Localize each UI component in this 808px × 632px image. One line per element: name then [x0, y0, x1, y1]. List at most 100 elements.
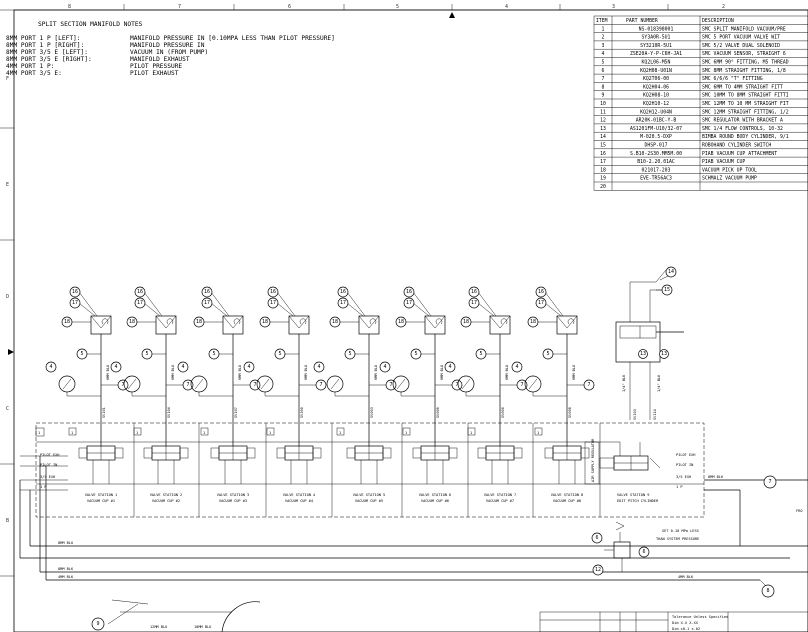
pilot-in-label: PILOT IN — [40, 463, 57, 467]
bom-cell-desc: ROBOHAND CYLINDER SWITCH — [702, 143, 771, 149]
station-label: VALVE STATION 8 — [551, 493, 583, 497]
notes-desc: PILOT PRESSURE — [130, 63, 182, 70]
svg-text:1: 1 — [71, 431, 73, 435]
svg-text:17: 17 — [340, 300, 346, 306]
bom-cell-item: 12 — [600, 118, 606, 124]
bom-cell-item: 19 — [600, 176, 606, 182]
valve-tag: SV101 — [102, 407, 106, 418]
svg-text:14: 14 — [668, 269, 674, 275]
pilot-exh-label-right: PILOT EXH — [676, 453, 695, 457]
bom-cell-desc: SMC SPLIT MANIFOLD VACUUM/PRE — [702, 26, 786, 32]
bom-cell-desc: SMC 6MM 90° FITTING, M5 THREAD — [702, 60, 789, 66]
station-cup-label: VACUUM CUP #5 — [355, 499, 383, 503]
bom-cell-part: ZSE20A-Y-P-C6H-JA1 — [630, 51, 682, 57]
valve-tag: SV003 — [370, 407, 374, 418]
station-cup-label: VACUUM CUP #2 — [152, 499, 180, 503]
station-cup-label: VACUUM CUP #8 — [553, 499, 581, 503]
reg-note-1: SET 0.10 MPa LESS — [662, 529, 699, 533]
titleblock-line3: Dim ±0.1 ±.02 — [672, 627, 700, 631]
bom-cell-item: 16 — [600, 151, 606, 157]
bom-cell-desc: SMC 12MM STRAIGHT FITTING, 1/2 — [702, 109, 789, 115]
bom-cell-item: 18 — [600, 167, 606, 173]
bom-cell-item: 10 — [600, 101, 606, 107]
zone-left-label: B — [6, 518, 9, 524]
tube-label: 6MM BLU — [106, 365, 110, 380]
zone-left-label: E — [6, 182, 9, 188]
tube-label: 6MM BLU — [440, 365, 444, 380]
svg-text:15: 15 — [664, 287, 670, 293]
svg-text:7: 7 — [587, 382, 590, 388]
bom-cell-desc: SMC 10MM TO 8MM STRAIGHT FITTI — [702, 93, 789, 99]
valve-tag: SV107 — [234, 407, 238, 418]
tube-label: 6MM BLU — [238, 365, 242, 380]
bom-cell-part: AS1201FM-U10/32-07 — [630, 126, 682, 132]
svg-text:5: 5 — [80, 351, 83, 357]
svg-text:5: 5 — [546, 351, 549, 357]
svg-text:17: 17 — [270, 300, 276, 306]
station-label: VALVE STATION 4 — [283, 493, 315, 497]
zone-top-label: 7 — [178, 4, 181, 10]
notes-port: 8MM PORT 1 P [RIGHT]: — [6, 42, 84, 49]
bom-cell-part: EVE-TR56AC3 — [640, 176, 672, 182]
bom-cell-desc: SMC 12MM TO 10 MM STRAIGHT FIT — [702, 101, 789, 107]
svg-text:16: 16 — [340, 289, 346, 295]
svg-text:1: 1 — [339, 431, 341, 435]
bom-cell-item: 14 — [600, 134, 606, 140]
svg-text:17: 17 — [72, 300, 78, 306]
svg-text:1: 1 — [203, 431, 205, 435]
pressure-regulator: SET 0.10 MPa LESS THAN SYSTEM PRESSURE 6… — [591, 521, 699, 576]
station-label: VALVE STATION 5 — [353, 493, 385, 497]
bom-cell-desc: VACUUM PICK UP TOOL — [702, 167, 757, 173]
pilot-exh-label: PILOT EXH — [40, 453, 59, 457]
station-cup-label: VACUUM CUP #4 — [285, 499, 313, 503]
frc-label: FRO — [796, 509, 803, 513]
bom-cell-part: KQ2H08-U01N — [640, 68, 672, 74]
bom-cell-part: KQ2H12-U04N — [640, 109, 672, 115]
manifold-notes: SPLIT SECTION MANIFOLD NOTES 8MM PORT 1 … — [6, 21, 335, 77]
svg-text:4: 4 — [515, 364, 518, 370]
svg-text:7: 7 — [455, 382, 458, 388]
svg-text:1: 1 — [537, 431, 539, 435]
svg-text:1: 1 — [38, 431, 40, 435]
svg-text:12: 12 — [595, 567, 601, 573]
tube-label: 6MM BLU — [171, 365, 175, 380]
cyl-tube-b: 1/4" BLK — [657, 374, 661, 392]
pilot-in-label-right: PILOT IN — [676, 463, 693, 467]
svg-text:8: 8 — [766, 588, 769, 594]
tube-8mm-blk-label: 8MM BLK — [58, 567, 74, 571]
svg-text:18: 18 — [463, 319, 469, 325]
svg-text:5: 5 — [212, 351, 215, 357]
bom-header-desc: DESCRIPTION — [702, 18, 734, 24]
svg-text:16: 16 — [471, 289, 477, 295]
svg-text:1: 1 — [136, 431, 138, 435]
svg-text:7: 7 — [319, 382, 322, 388]
svg-text:5: 5 — [145, 351, 148, 357]
cyl-valve-b: SV114 — [653, 409, 657, 420]
bom-cell-item: 11 — [600, 109, 606, 115]
bom-cell-desc: SMC 5 PORT VACUUM VALVE WIT — [702, 35, 780, 41]
bom-cell-desc: SMC 6MM TO 4MM STRAIGHT FITT — [702, 84, 783, 90]
bom-cell-part: B10-2.20.01AC — [637, 159, 675, 165]
station-cup-label: VACUUM CUP #6 — [421, 499, 449, 503]
bom-cell-item: 1 — [602, 26, 605, 32]
svg-text:5: 5 — [278, 351, 281, 357]
svg-text:17: 17 — [406, 300, 412, 306]
bom-cell-item: 13 — [600, 126, 606, 132]
valve-tag: SV000 — [501, 407, 505, 418]
notes-port: 8MM PORT 3/5 E [RIGHT]: — [6, 56, 92, 63]
bom-cell-part: 021017-203 — [642, 167, 671, 173]
svg-text:4: 4 — [181, 364, 184, 370]
svg-text:7: 7 — [186, 382, 189, 388]
svg-text:1: 1 — [269, 431, 271, 435]
cyl-tube-a: 1/4" BLK — [622, 374, 626, 392]
valve-tag: SV104 — [167, 407, 171, 418]
cyl-valve-a: SV103 — [633, 409, 637, 420]
svg-text:18: 18 — [398, 319, 404, 325]
svg-text:16: 16 — [72, 289, 78, 295]
svg-text:18: 18 — [64, 319, 70, 325]
